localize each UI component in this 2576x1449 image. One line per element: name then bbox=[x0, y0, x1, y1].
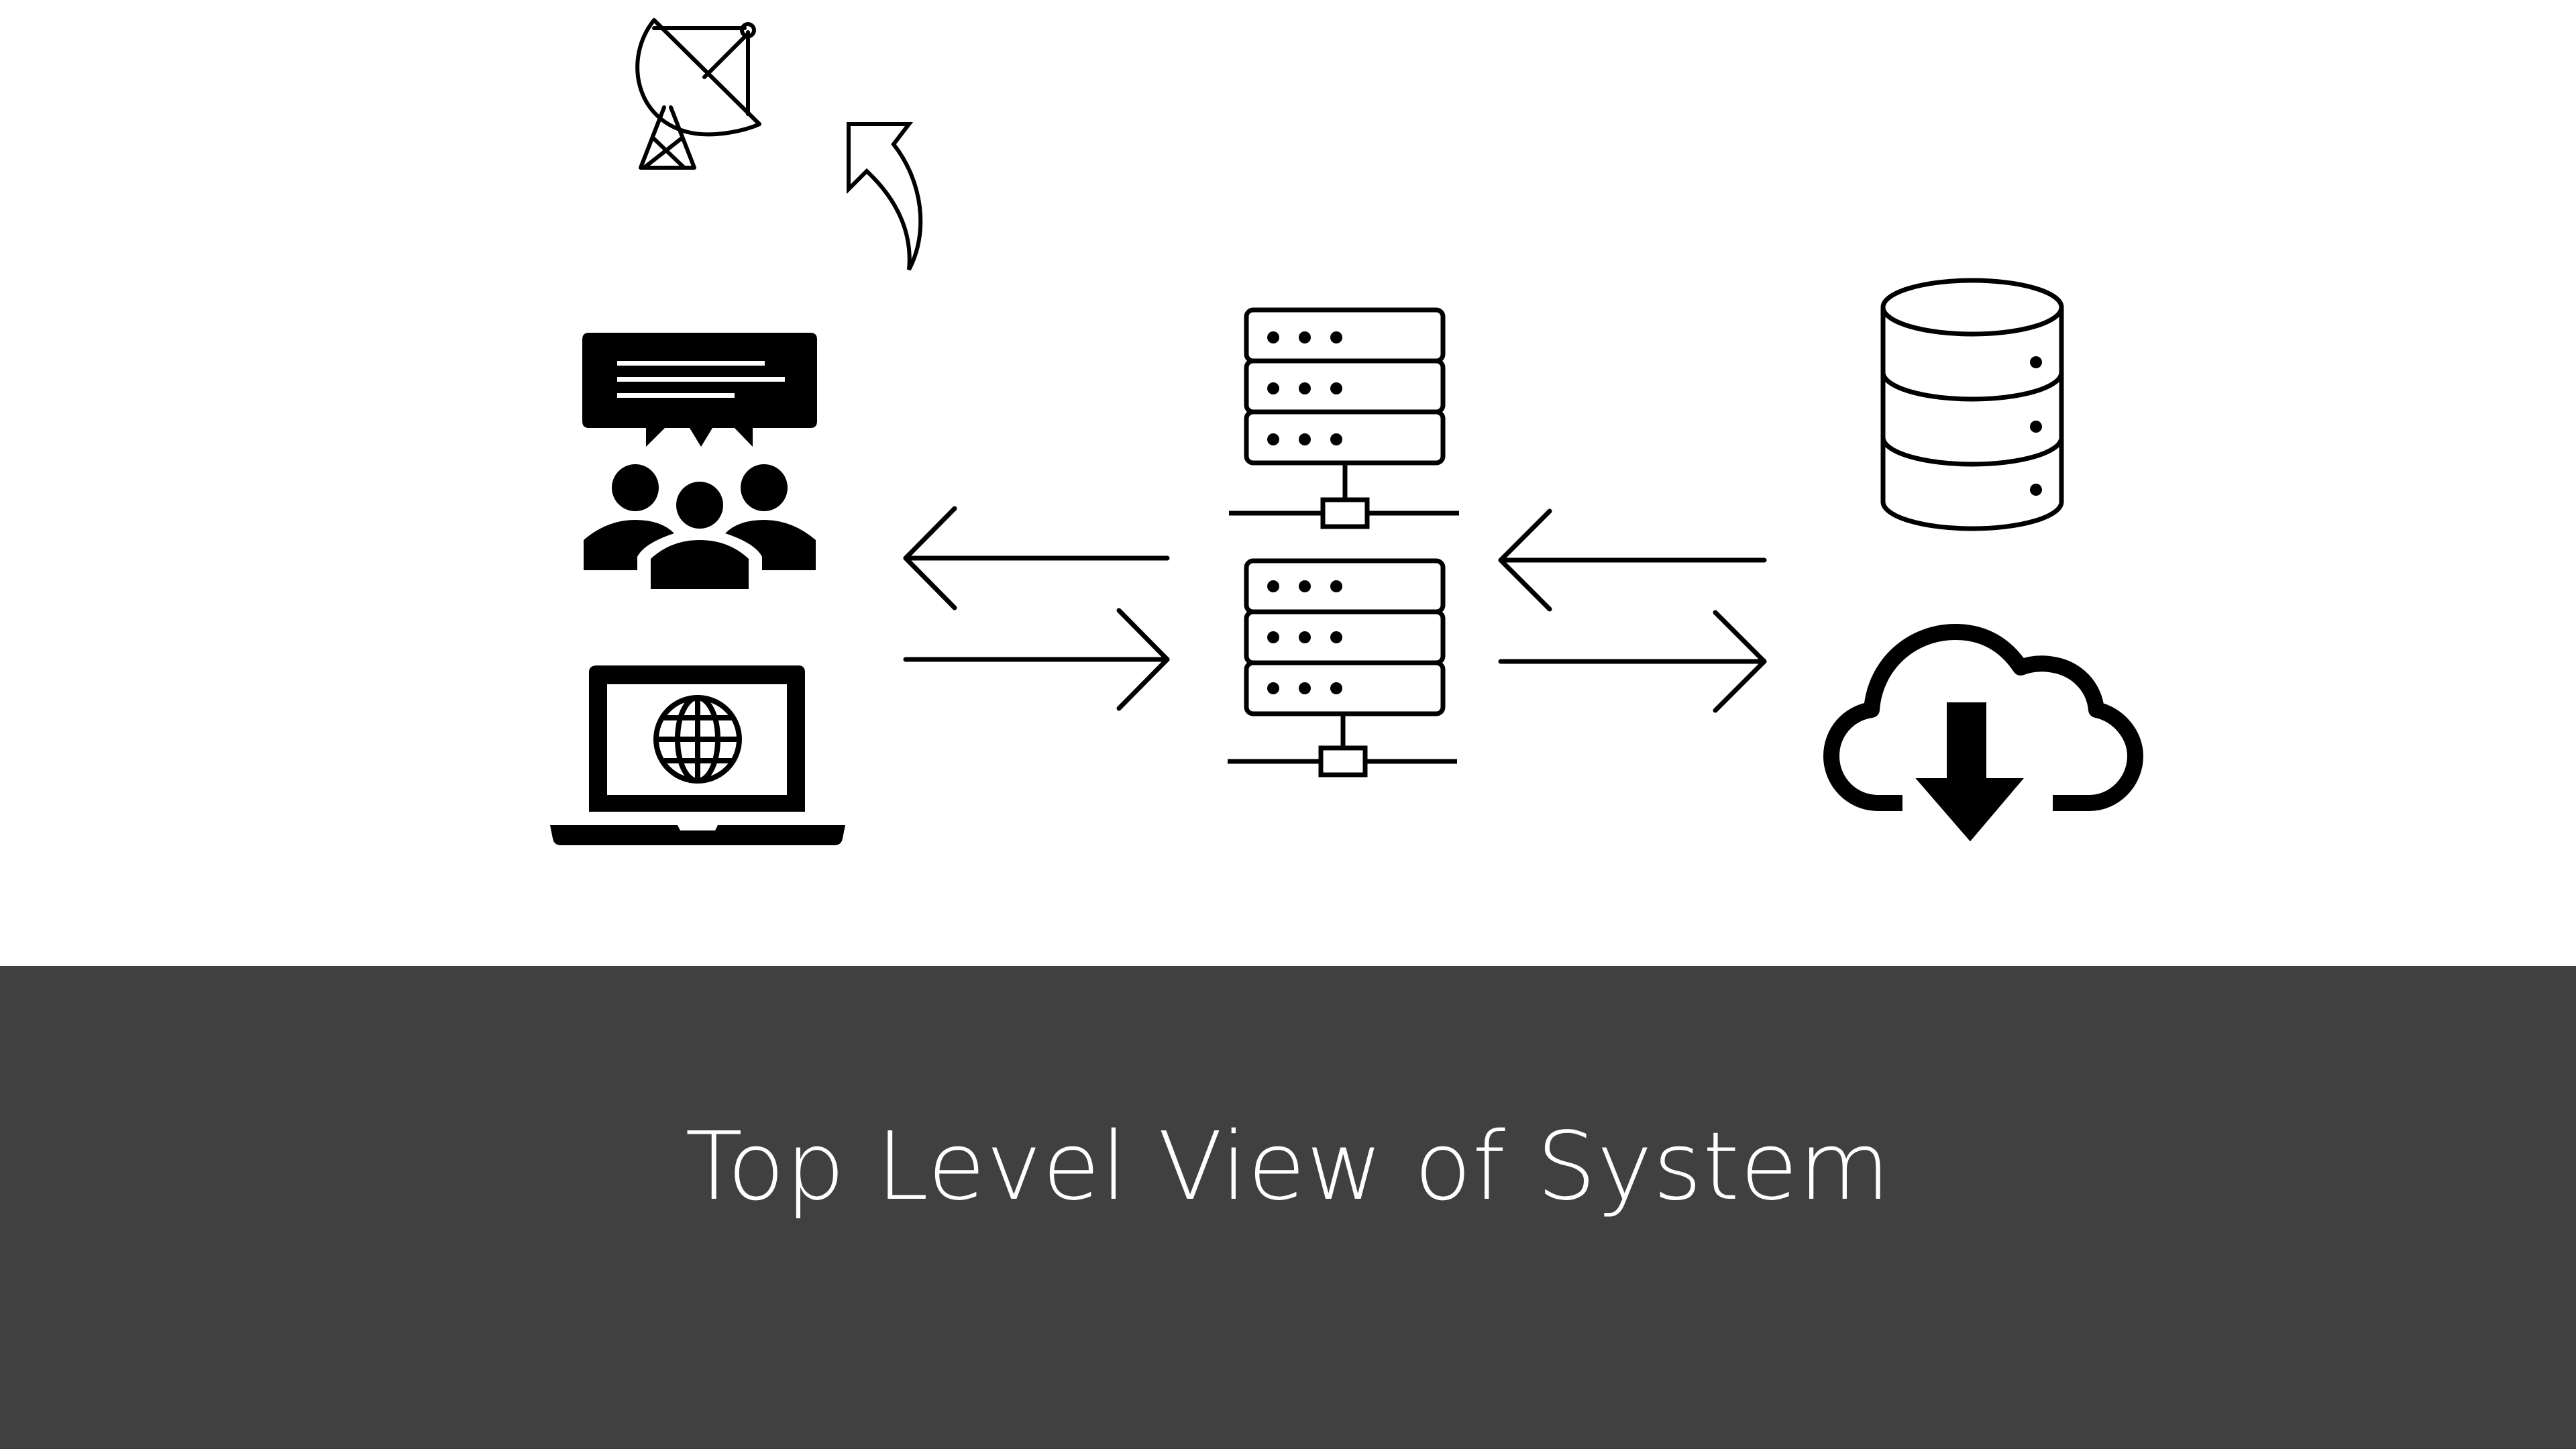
title-band bbox=[0, 966, 2576, 1449]
laptop-globe-icon bbox=[550, 665, 845, 845]
server-rack-top-icon bbox=[1229, 307, 1459, 529]
server-rack-bottom-icon bbox=[1228, 558, 1457, 777]
arrow-left-to-clients bbox=[903, 506, 1170, 610]
curved-arrow-icon bbox=[847, 122, 923, 271]
arrow-right-to-server bbox=[903, 608, 1170, 711]
satellite-dish-icon bbox=[635, 18, 761, 170]
cloud-download-icon bbox=[1823, 624, 2143, 856]
chat-group-icon bbox=[582, 333, 817, 589]
system-diagram bbox=[550, 18, 2143, 856]
arrow-left-to-server bbox=[1498, 508, 1767, 612]
arrow-right-to-storage bbox=[1498, 610, 1767, 713]
connector-arrows bbox=[903, 506, 1767, 713]
slide-title: Top Level View of System bbox=[685, 1112, 1891, 1222]
database-icon bbox=[1880, 278, 2064, 531]
